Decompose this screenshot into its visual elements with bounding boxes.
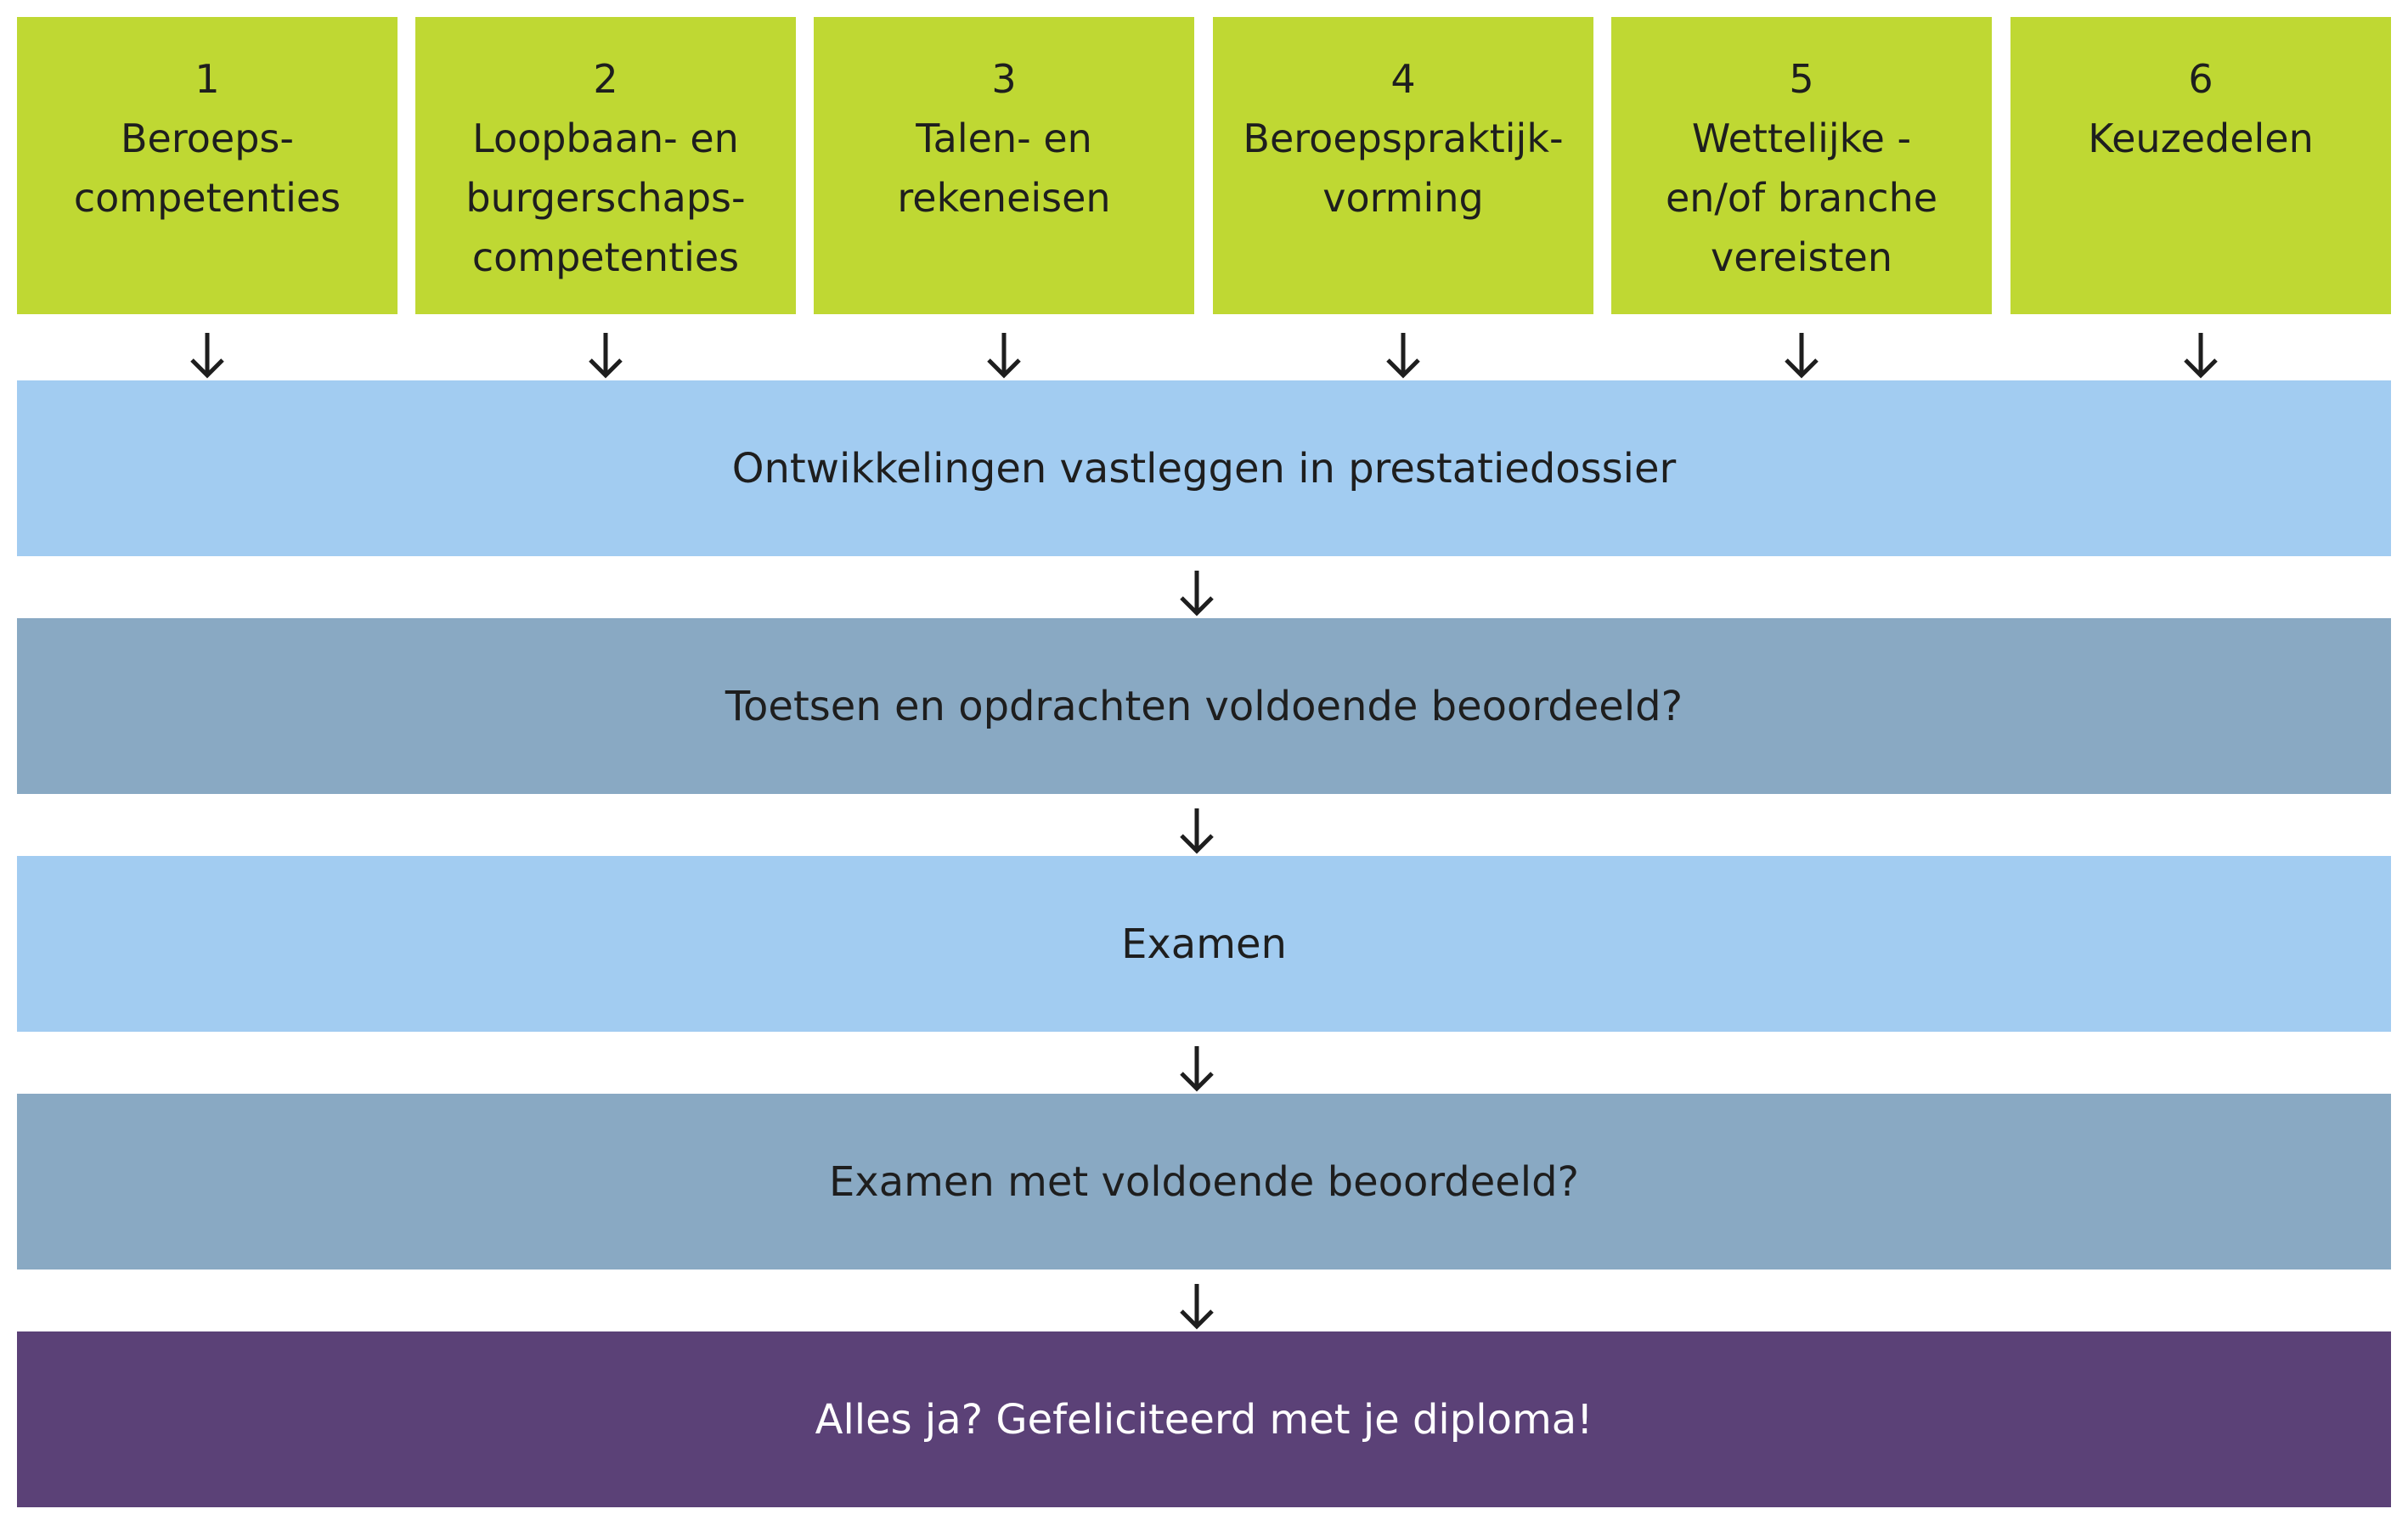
- step-label: Ontwikkelingen vastleggen in prestatiedo…: [731, 444, 1677, 493]
- column-box-6: 6 Keuzedelen: [2010, 17, 2391, 314]
- column-label: Talen- en rekeneisen: [897, 115, 1111, 221]
- step-label: Toetsen en opdrachten voldoende beoordee…: [725, 682, 1683, 730]
- column-label: Keuzedelen: [2088, 115, 2314, 161]
- column-box-4: 4 Beroepspraktijk- vorming: [1213, 17, 1593, 314]
- arrow-down-icon: [2175, 329, 2226, 380]
- column-number: 4: [1390, 56, 1416, 102]
- step-examen-beoordeeld: Examen met voldoende beoordeeld?: [17, 1094, 2391, 1269]
- column-number: 6: [2188, 56, 2213, 102]
- step-prestatiedossier: Ontwikkelingen vastleggen in prestatiedo…: [17, 380, 2391, 556]
- column-box-1: 1 Beroeps- competenties: [17, 17, 398, 314]
- arrow-down-icon: [182, 329, 233, 380]
- arrow-down-icon: [1776, 329, 1827, 380]
- column-box-5: 5 Wettelijke - en/of branche vereisten: [1611, 17, 1992, 314]
- arrow-down-icon: [1171, 1043, 1222, 1094]
- arrow-down-icon: [580, 329, 631, 380]
- step-label: Examen met voldoende beoordeeld?: [828, 1157, 1580, 1206]
- step-toetsen-beoordeeld: Toetsen en opdrachten voldoende beoordee…: [17, 618, 2391, 794]
- column-label: Loopbaan- en burgerschaps- competenties: [465, 115, 746, 280]
- column-number: 5: [1789, 56, 1814, 102]
- column-number: 1: [195, 56, 220, 102]
- column-number: 2: [593, 56, 618, 102]
- arrow-down-icon: [1378, 329, 1429, 380]
- column-box-2: 2 Loopbaan- en burgerschaps- competentie…: [415, 17, 796, 314]
- step-label: Alles ja? Gefeliciteerd met je diploma!: [815, 1395, 1593, 1444]
- column-label: Beroepspraktijk- vorming: [1243, 115, 1564, 221]
- arrow-down-icon: [978, 329, 1029, 380]
- column-box-3: 3 Talen- en rekeneisen: [814, 17, 1194, 314]
- arrow-down-icon: [1171, 805, 1222, 856]
- arrow-down-icon: [1171, 1281, 1222, 1331]
- column-label: Beroeps- competenties: [73, 115, 341, 221]
- step-examen: Examen: [17, 856, 2391, 1032]
- arrow-down-icon: [1171, 567, 1222, 618]
- step-label: Examen: [1121, 920, 1287, 968]
- column-label: Wettelijke - en/of branche vereisten: [1665, 115, 1938, 280]
- column-number: 3: [991, 56, 1017, 102]
- step-diploma: Alles ja? Gefeliciteerd met je diploma!: [17, 1331, 2391, 1507]
